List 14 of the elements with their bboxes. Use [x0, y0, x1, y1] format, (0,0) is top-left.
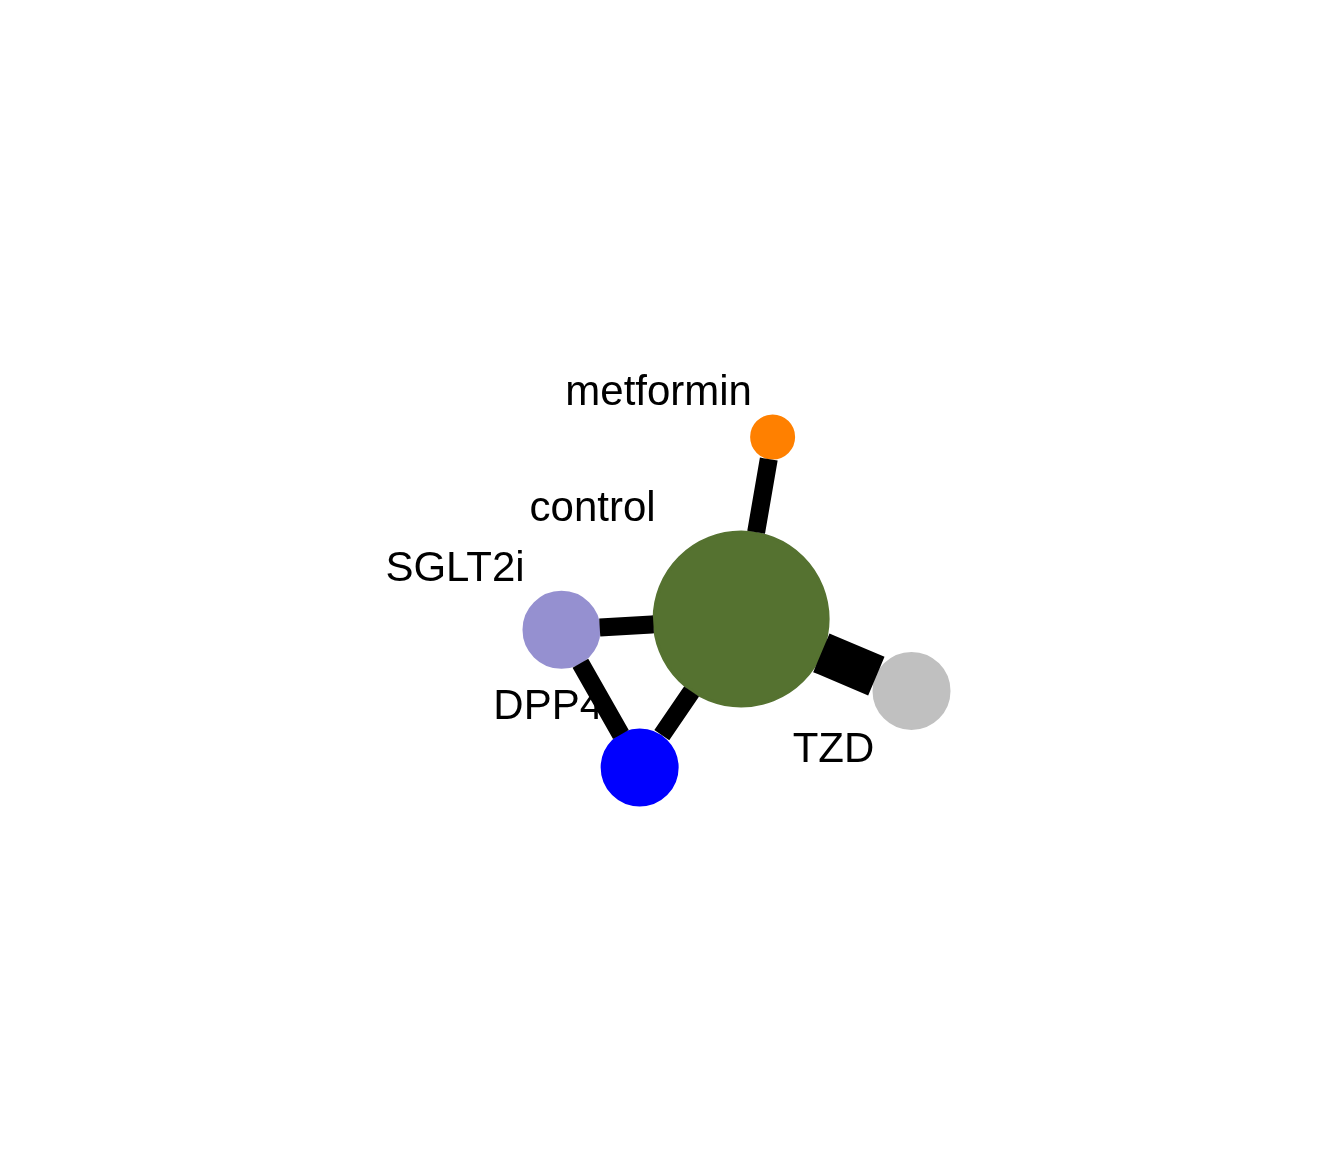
- node-circle: [750, 414, 796, 459]
- node-label: TZD: [792, 723, 875, 771]
- node-label: metformin: [565, 366, 752, 414]
- node-label: control: [529, 482, 656, 530]
- node-circle: [872, 651, 951, 730]
- node-circle: [522, 590, 601, 669]
- node-circle: [600, 728, 679, 806]
- node-label: SGLT2i: [385, 542, 525, 590]
- connector: [599, 614, 654, 637]
- connector: [654, 685, 699, 740]
- connector: [813, 633, 885, 695]
- connector: [572, 658, 629, 739]
- connector: [747, 457, 778, 534]
- node-circle: [652, 530, 830, 707]
